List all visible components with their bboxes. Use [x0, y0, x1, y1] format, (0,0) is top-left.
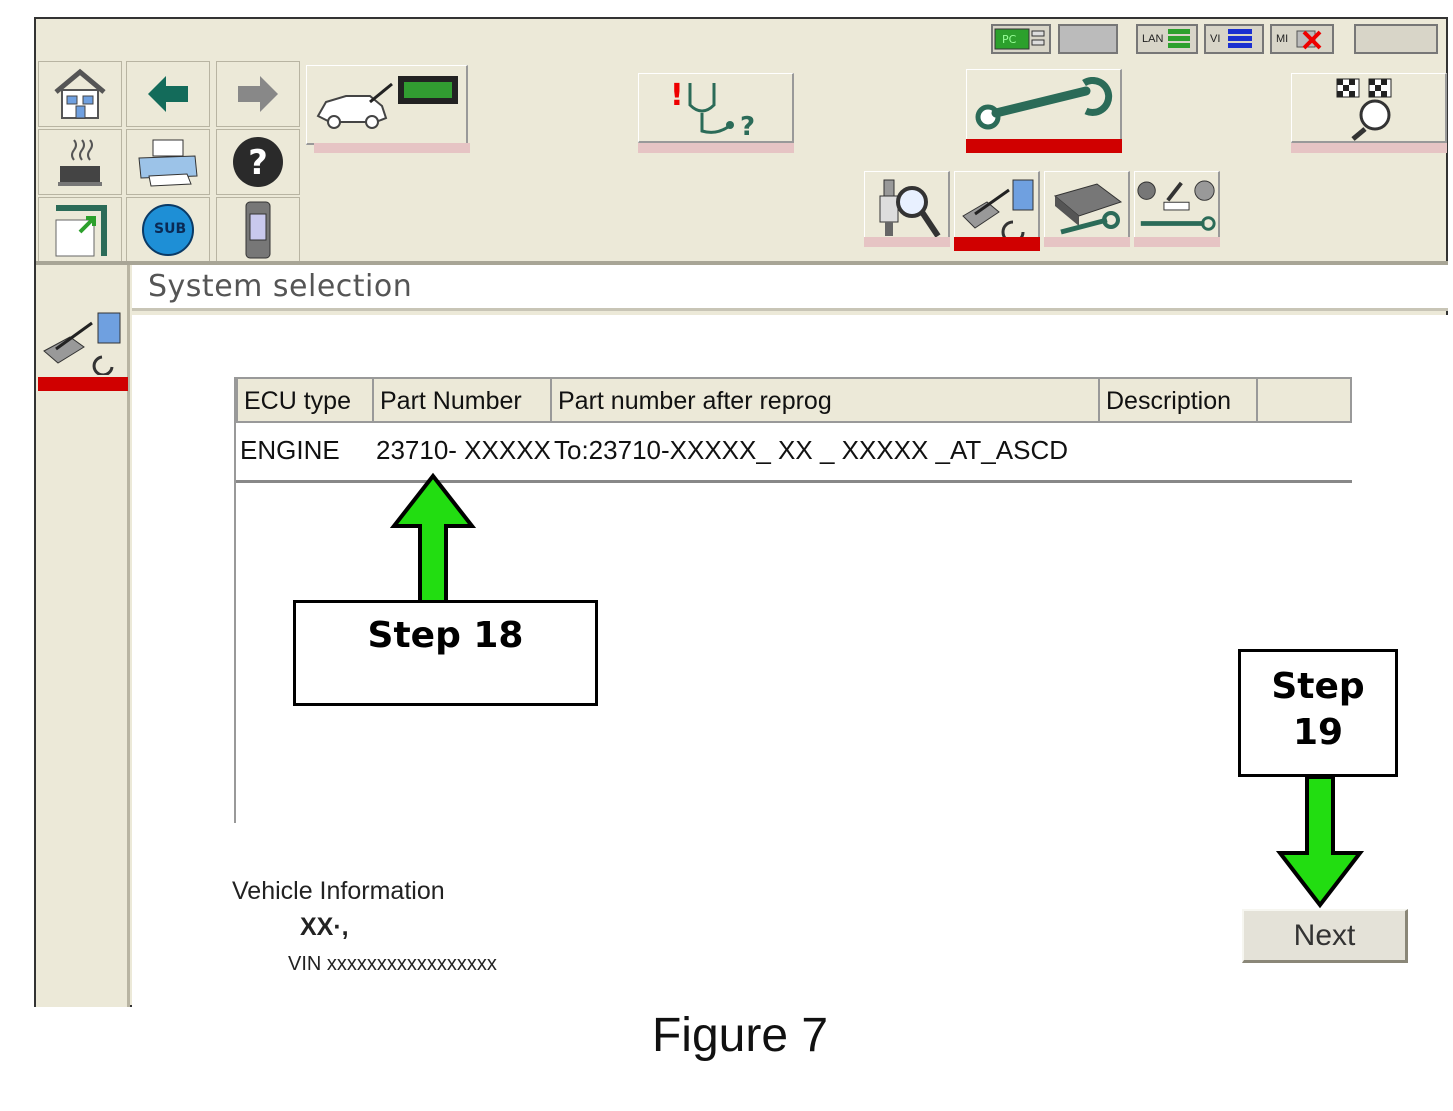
svg-text:?: ?	[248, 143, 268, 183]
header-part-after-reprog: Part number after reprog	[552, 379, 1100, 423]
home-button[interactable]	[38, 61, 122, 127]
header-part-number: Part Number	[374, 379, 552, 423]
side-active-indicator	[38, 377, 128, 391]
back-button[interactable]	[126, 61, 210, 127]
reprogramming-side-button[interactable]	[38, 307, 128, 377]
header-extra	[1258, 379, 1352, 423]
spark-plug-search-icon	[879, 179, 940, 238]
sub-icon	[142, 204, 194, 256]
mi-label: MI	[1276, 33, 1289, 45]
cell-ecu-type: ENGINE	[240, 435, 340, 465]
page-title: System selection	[148, 269, 413, 304]
lan-status-indicator: LAN	[1136, 24, 1198, 54]
steaming-cup-icon	[58, 139, 102, 186]
sub-button[interactable]: SUB	[126, 197, 210, 263]
ecu-repair-button[interactable]	[1044, 171, 1130, 247]
svg-text:?: ?	[740, 112, 755, 139]
ecu-wrench-icon	[1053, 182, 1122, 234]
consult-window: PC LAN VI MI	[34, 17, 1448, 1007]
stethoscope-icon: ! ?	[670, 78, 755, 139]
finish-button[interactable]	[1291, 73, 1447, 143]
forward-button[interactable]	[216, 61, 300, 127]
next-button[interactable]: Next	[1242, 909, 1408, 963]
diagnosis-indicator	[638, 143, 794, 153]
reprogramming-active-indicator	[954, 237, 1040, 251]
vi-device-icon	[245, 201, 271, 259]
reprogramming-side-icon	[43, 312, 121, 375]
step19-text-line2: 19	[1292, 712, 1344, 753]
step18-text: Step 18	[367, 615, 524, 656]
diagnosis-button[interactable]: ! ?	[638, 73, 794, 143]
header-description: Description	[1100, 379, 1258, 423]
vi-status-indicator: VI	[1204, 24, 1264, 54]
settings-tools-indicator	[1134, 237, 1220, 247]
ecu-table: ECU type Part Number Part number after r…	[234, 377, 1352, 823]
step19-text-line1: Step	[1271, 666, 1365, 707]
window-resize-icon	[55, 205, 107, 257]
work-support-active-indicator	[966, 139, 1122, 153]
pc-connection-icon: PC	[994, 28, 1045, 50]
tools-icon	[1137, 180, 1216, 231]
immediate-diagnosis-button[interactable]	[306, 65, 468, 145]
vehicle-info-label: Vehicle Information	[232, 877, 445, 905]
svg-text:!: !	[670, 78, 684, 113]
ecu-repair-indicator	[1044, 237, 1130, 247]
header-ecu-type: ECU type	[238, 379, 374, 423]
step19-callout: Step 19	[1238, 649, 1398, 777]
help-button[interactable]: ?	[216, 129, 300, 195]
vi-device-button[interactable]	[216, 197, 300, 263]
title-bar: System selection	[132, 265, 1448, 311]
svg-text:PC: PC	[1002, 33, 1017, 46]
help-icon: ?	[233, 137, 283, 187]
vehicle-vin: VIN xxxxxxxxxxxxxxxxx	[288, 953, 497, 975]
work-support-button[interactable]	[966, 69, 1122, 141]
step19-arrow	[1275, 775, 1365, 909]
search-part-indicator	[864, 237, 950, 247]
settings-tools-button[interactable]	[1134, 171, 1220, 247]
blank-status-indicator	[1058, 24, 1118, 54]
vehicle-monitor-icon	[316, 75, 458, 129]
vi-bars-icon	[1228, 29, 1253, 48]
window-resize-button[interactable]	[38, 197, 122, 263]
finish-indicator	[1291, 143, 1447, 153]
arrow-left-icon	[148, 76, 188, 112]
lan-bars-icon	[1168, 29, 1191, 48]
pc-status-indicator: PC	[991, 24, 1051, 54]
table-header: ECU type Part Number Part number after r…	[236, 377, 1352, 423]
mi-status-indicator: MI	[1270, 24, 1334, 54]
lan-label: LAN	[1142, 33, 1164, 45]
reprogramming-icon	[961, 179, 1033, 242]
step18-arrow	[389, 472, 477, 604]
home-icon	[54, 68, 106, 119]
print-button[interactable]	[126, 129, 210, 195]
reprogramming-button[interactable]	[954, 171, 1040, 247]
mi-disconnected-icon	[1296, 30, 1322, 50]
toolbar-divider	[36, 261, 1448, 265]
checkered-flag-icon	[1336, 78, 1391, 141]
right-status-indicator	[1354, 24, 1438, 54]
vehicle-model: XX·,	[300, 913, 349, 941]
cell-part-number: 23710- XXXXX	[376, 435, 551, 465]
step18-callout: Step 18	[293, 600, 598, 706]
next-button-label: Next	[1293, 918, 1356, 952]
arrow-right-icon	[238, 76, 278, 112]
sub-label: SUB	[154, 221, 187, 237]
screen-capture-button[interactable]	[38, 129, 122, 195]
vi-label: VI	[1210, 33, 1221, 45]
table-row[interactable]: ENGINE 23710- XXXXX To:23710-XXXXX_ XX _…	[236, 423, 1352, 483]
cell-part-after-reprog: To:23710-XXXXX_ XX _ XXXXX _AT_ASCD	[554, 435, 1069, 465]
figure-caption: Figure 7	[651, 1009, 829, 1062]
search-part-button[interactable]	[864, 171, 950, 247]
immediate-diagnosis-indicator	[314, 143, 470, 153]
printer-icon	[138, 139, 198, 187]
wrench-icon	[975, 76, 1112, 129]
